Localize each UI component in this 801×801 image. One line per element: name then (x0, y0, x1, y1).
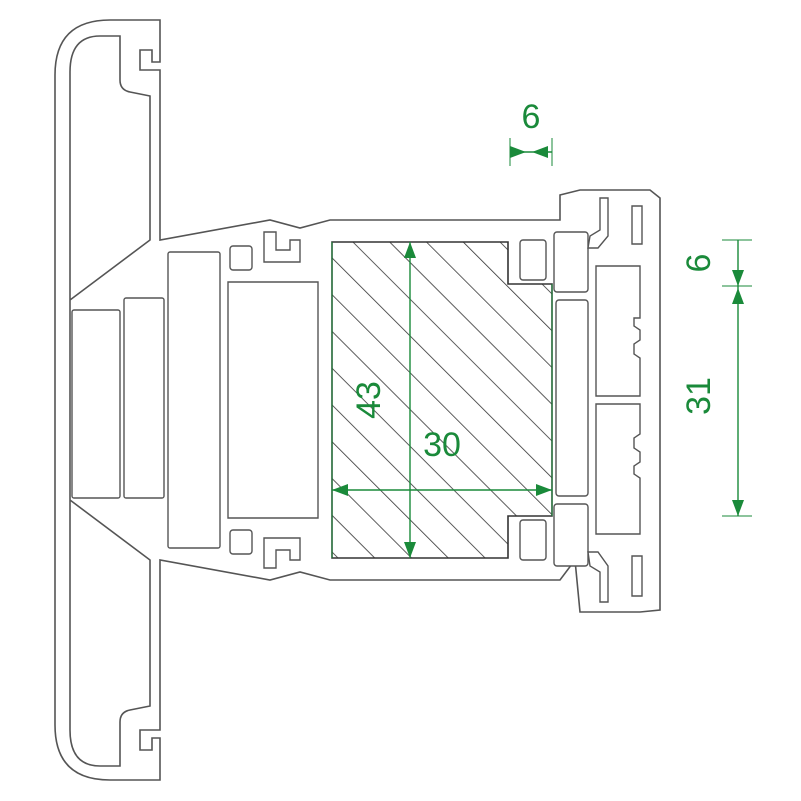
face-plate-inner-channel (69, 35, 151, 767)
dim-label-rebate-depth: 6 (680, 254, 718, 273)
key-chamber (229, 245, 253, 271)
bottom-clip (587, 551, 609, 603)
arrow-head (404, 242, 416, 258)
chamber-rebate-bottom (519, 519, 547, 561)
chamber-right-mid (555, 299, 589, 497)
top-hook (263, 231, 301, 263)
chamber-rebate-top (519, 239, 547, 281)
chamber (167, 251, 221, 549)
dimension-labels: 6 6 31 43 30 (350, 98, 718, 464)
chamber-right-bottom (553, 503, 589, 567)
arrow-head (732, 270, 744, 286)
chamber (123, 297, 165, 499)
arrow-head (532, 146, 548, 158)
key-chamber (229, 529, 253, 555)
dim-label-glazing-height: 31 (680, 377, 718, 415)
chamber-right-top (553, 231, 589, 293)
arrow-head (510, 146, 526, 158)
bottom-hook (263, 537, 301, 569)
bead-chamber-lower (595, 403, 641, 535)
arrow-head (732, 500, 744, 516)
main-body (227, 197, 643, 603)
bottom-clip-right (631, 555, 643, 597)
bead-chamber-upper (595, 265, 641, 397)
dim-label-insert-height: 43 (350, 381, 388, 419)
arrow-head (404, 542, 416, 558)
top-clip-right (631, 205, 643, 245)
chamber (71, 309, 121, 499)
chamber-left (227, 281, 319, 519)
dim-label-wall-thickness: 6 (522, 98, 541, 136)
dim-label-insert-width: 30 (423, 426, 461, 464)
top-clip (587, 197, 609, 249)
face-plate-chambers (71, 251, 221, 549)
arrow-head (332, 484, 348, 496)
dimensions (331, 138, 752, 558)
arrow-head (732, 288, 744, 304)
arrow-head (536, 484, 552, 496)
